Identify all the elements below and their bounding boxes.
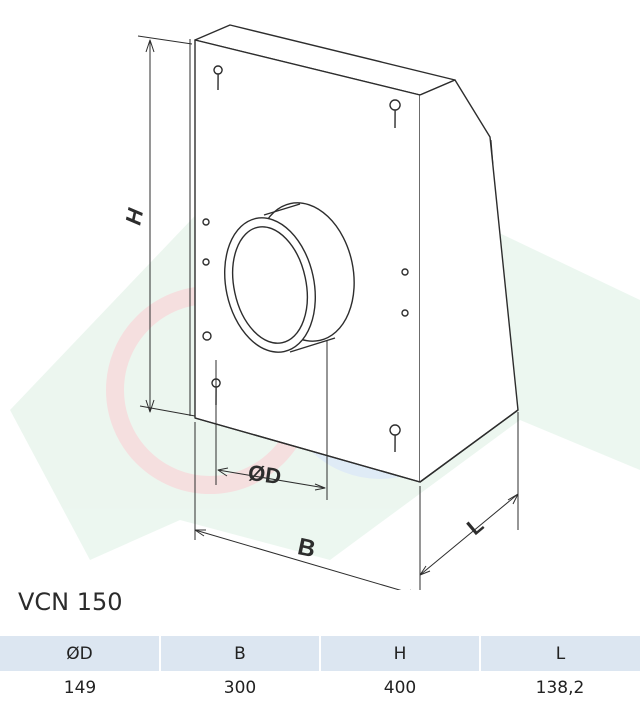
mounting-hole: [202, 331, 212, 341]
spec-table-header-row: ØD B H L: [0, 636, 640, 671]
spec-header-width: B: [159, 636, 320, 671]
mounting-hole: [401, 309, 409, 317]
model-name: VCN 150: [18, 588, 123, 616]
mounting-hole: [401, 268, 409, 276]
dimension-b: [194, 422, 421, 590]
keyhole-slot-top-right: [389, 99, 401, 129]
dimension-label-d: ØD: [247, 460, 283, 489]
round-spigot: [223, 202, 355, 353]
spec-value-width: 300: [223, 677, 257, 698]
keyhole-slot-top-left: [213, 65, 223, 91]
dimension-l: [419, 412, 519, 576]
spec-header-height: H: [319, 636, 480, 671]
spec-header-diameter: ØD: [0, 636, 160, 671]
spec-table-value-row: 149 300 400 138,2: [0, 671, 640, 704]
keyhole-slot-bottom-left: [211, 378, 221, 406]
spec-value-diameter: 149: [63, 677, 97, 698]
dimension-d: [215, 340, 328, 500]
mounting-hole: [202, 218, 210, 226]
spec-value-length: 138,2: [535, 677, 585, 698]
product-diagram: H ØD B L: [10, 24, 640, 590]
dimension-label-l: L: [462, 512, 488, 540]
dimension-label-b: B: [295, 533, 318, 563]
spec-table: ØD B H L 149 300 400 138,2: [0, 636, 640, 704]
mounting-hole: [202, 258, 210, 266]
keyhole-slot-bottom-right: [389, 424, 401, 453]
dimension-h: [137, 35, 196, 417]
spec-header-length: L: [479, 636, 640, 671]
spec-value-height: 400: [383, 677, 417, 698]
housing-lower-box: [194, 409, 519, 483]
dimension-label-h: H: [120, 205, 148, 227]
